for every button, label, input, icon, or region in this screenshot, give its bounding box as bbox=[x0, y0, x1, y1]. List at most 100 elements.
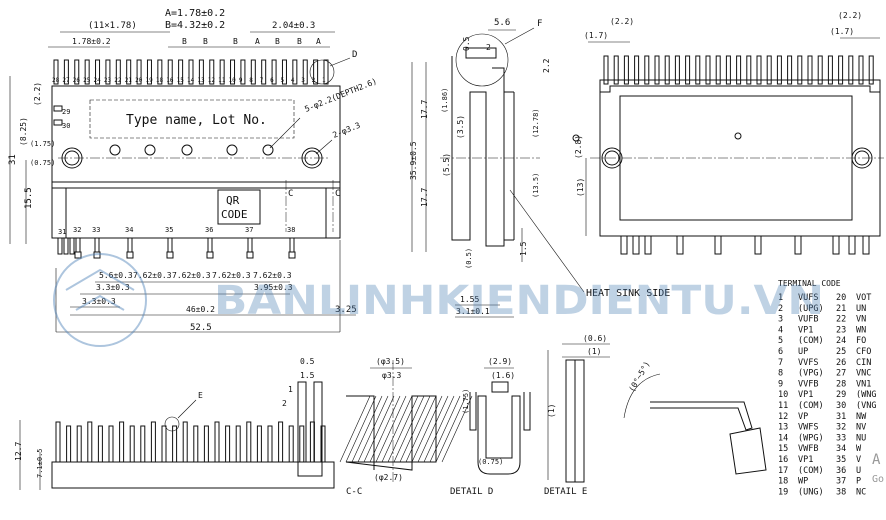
pin-hole-1 bbox=[109, 144, 121, 156]
back-top-pin bbox=[603, 55, 609, 85]
hatch-line bbox=[345, 395, 377, 463]
side-pin bbox=[76, 425, 82, 463]
detail-e: (0.6) (1) (1) DETAIL E bbox=[544, 334, 610, 497]
back-dim-13: (13) bbox=[576, 178, 585, 197]
terminal-cell: (VNG bbox=[856, 401, 876, 411]
back-top-pin bbox=[613, 55, 619, 85]
bottom-pin-label: 37 bbox=[245, 226, 253, 234]
terminal-cell: VN1 bbox=[856, 379, 871, 389]
dd-dim-16: (1.6) bbox=[491, 371, 515, 380]
cc-dim-05: 0.5 bbox=[300, 357, 315, 366]
back-top-pin bbox=[623, 55, 629, 85]
terminal-cell: UP bbox=[798, 347, 808, 357]
hatch-line bbox=[339, 395, 371, 463]
back-top-pin bbox=[634, 55, 640, 85]
terminal-cell: 32 bbox=[836, 423, 846, 433]
side-dim-155: 1.55 bbox=[460, 295, 479, 304]
terminal-cell: (UNG) bbox=[798, 487, 824, 497]
terminal-cell: NW bbox=[856, 412, 867, 422]
back-top-pin bbox=[858, 55, 864, 85]
back-top-pin bbox=[797, 55, 803, 85]
bottom-pin bbox=[167, 237, 173, 253]
top-pin bbox=[313, 59, 319, 85]
letter-b-5: B bbox=[297, 37, 302, 46]
dim-127: 12.7 bbox=[14, 442, 23, 461]
pin-29-label: 29 bbox=[62, 108, 70, 116]
top-pin-label: 21 bbox=[125, 77, 133, 84]
back-bottom-pin bbox=[848, 235, 856, 255]
pin-hole-2 bbox=[144, 144, 156, 156]
side-pin bbox=[129, 425, 135, 463]
module-body bbox=[51, 85, 341, 183]
top-pin bbox=[209, 59, 215, 85]
angle-arc bbox=[623, 373, 661, 419]
terminal-cell: W bbox=[856, 444, 862, 454]
side-dim-55: (5.5) bbox=[442, 153, 451, 177]
cc-dim-1: 1 bbox=[288, 385, 293, 394]
top-pin-label: 23 bbox=[104, 77, 112, 84]
top-pin bbox=[115, 59, 121, 85]
top-pin bbox=[126, 59, 132, 85]
side-pin bbox=[278, 421, 284, 463]
bottom-pin-tip bbox=[93, 251, 101, 259]
top-pin-label: 26 bbox=[73, 77, 81, 84]
side-view: 5.6 F 0.5 2 2.2 35.9±0.5 17.7 17.7 (1.86… bbox=[409, 18, 670, 318]
top-pin bbox=[157, 59, 163, 85]
top-pin-label: 3 bbox=[301, 77, 305, 84]
terminal-title: TERMINAL CODE bbox=[778, 279, 841, 288]
hatch-line bbox=[387, 395, 419, 463]
terminal-cell: 10 bbox=[778, 390, 788, 400]
terminal-cell: 26 bbox=[836, 358, 846, 368]
tol-a: A=1.78±0.2 bbox=[165, 8, 225, 19]
top-pin-label: 4 bbox=[291, 77, 295, 84]
side-pin bbox=[288, 425, 294, 463]
back-bottom-pin bbox=[832, 235, 840, 255]
side-dim-15: 1.5 bbox=[519, 241, 528, 256]
terminal-cell: 7 bbox=[778, 358, 783, 368]
terminal-cell: 17 bbox=[778, 466, 788, 476]
side-pin bbox=[225, 425, 231, 463]
terminal-cell: 2 bbox=[778, 304, 783, 314]
letter-a-1: A bbox=[255, 37, 260, 46]
terminal-cell: 24 bbox=[836, 336, 846, 346]
side-dim-177b: 17.7 bbox=[420, 188, 429, 207]
terminal-cell: 20 bbox=[836, 293, 846, 303]
pin-side-view: E 12.7 7.1±0.5 bbox=[14, 391, 335, 490]
section-c-2: C bbox=[335, 189, 340, 199]
hatch-line bbox=[435, 395, 467, 463]
side-pins bbox=[55, 421, 326, 463]
dim-825: (8.25) bbox=[19, 117, 28, 146]
back-bottom-pin bbox=[754, 235, 762, 255]
dd-pin-top bbox=[491, 381, 509, 393]
bottom-pin-tip bbox=[126, 251, 134, 259]
bottom-pin-small bbox=[63, 237, 69, 255]
dim-22: (2.2) bbox=[33, 82, 42, 106]
terminal-cell: VWFS bbox=[798, 423, 818, 433]
back-top-pins bbox=[603, 55, 874, 85]
top-pin bbox=[146, 59, 152, 85]
de-dim-1c: (1) bbox=[547, 404, 556, 418]
top-pin-label: 19 bbox=[145, 77, 153, 84]
bottom-pin-label: 34 bbox=[125, 226, 133, 234]
top-pin-label: 9 bbox=[239, 77, 243, 84]
label-d-leader bbox=[329, 57, 351, 67]
pin-30-stub bbox=[53, 119, 63, 126]
cc-dim-33: φ3.3 bbox=[382, 371, 401, 380]
dim-762d: 7.62±0.3 bbox=[253, 271, 292, 280]
bottom-pin-label: 32 bbox=[73, 226, 81, 234]
back-top-pin bbox=[817, 55, 823, 85]
side-pin bbox=[172, 425, 178, 463]
hatch-line bbox=[351, 395, 383, 463]
top-pin-label: 13 bbox=[197, 77, 205, 84]
terminal-cell: 22 bbox=[836, 315, 846, 325]
dim-178: 1.78±0.2 bbox=[72, 37, 111, 46]
side-dim-359: 35.9±0.5 bbox=[409, 141, 418, 180]
back-top-pin bbox=[664, 55, 670, 85]
hatch-line bbox=[429, 395, 461, 463]
section-c-1: C bbox=[288, 189, 293, 199]
detail-e-circle bbox=[164, 416, 180, 432]
detail-d-circle bbox=[309, 59, 335, 85]
letter-b-4: B bbox=[275, 37, 280, 46]
side-pin bbox=[267, 425, 273, 463]
